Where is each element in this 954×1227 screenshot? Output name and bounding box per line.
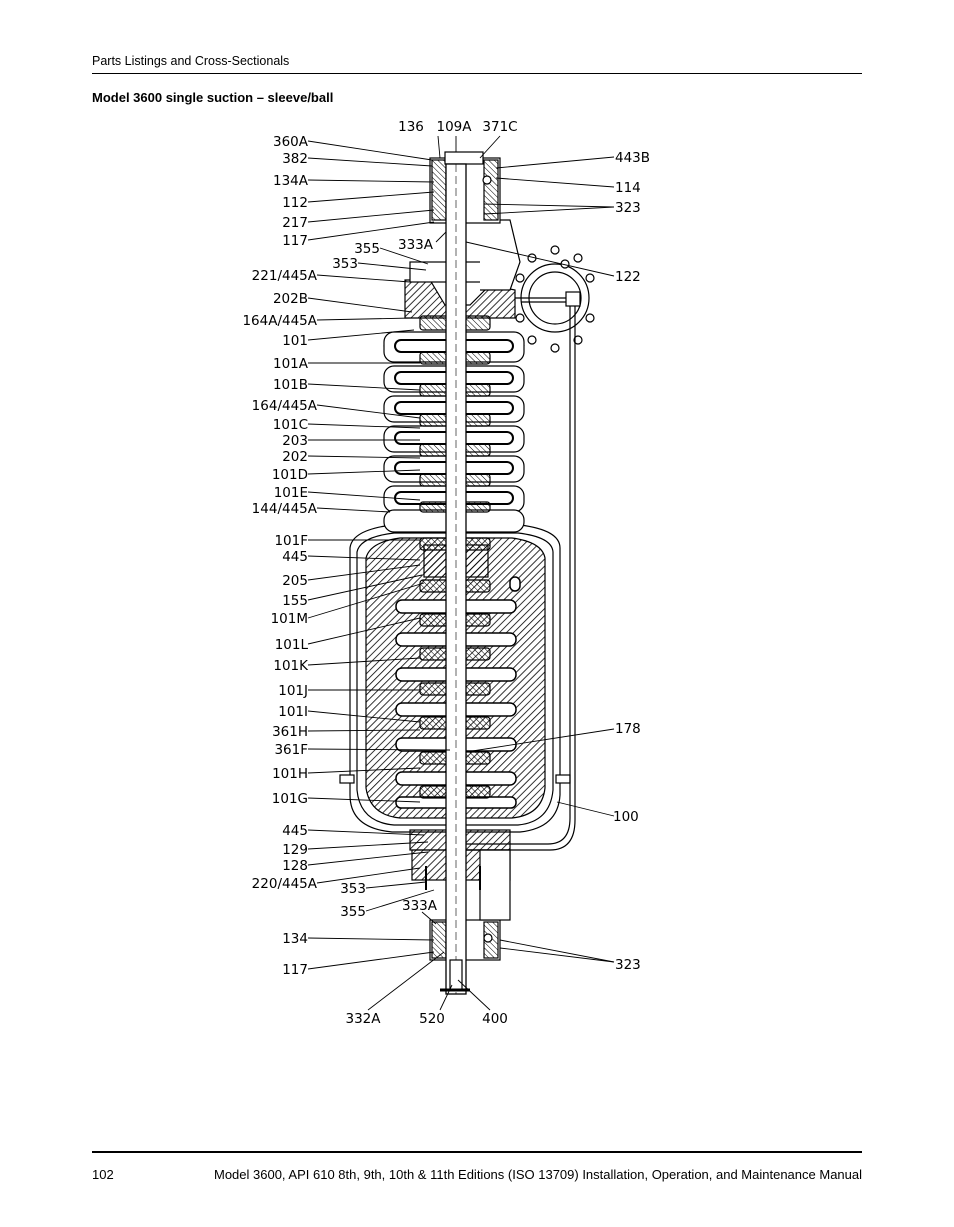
callout-202b: 202B [273, 291, 308, 307]
footer-rule [92, 1151, 862, 1153]
balance-line [460, 297, 576, 851]
callout-129: 129 [282, 842, 308, 858]
callout-101e: 101E [274, 485, 308, 501]
running-header: Parts Listings and Cross-Sectionals [92, 54, 290, 68]
callout-220-445a: 220/445A [252, 876, 318, 892]
callout-445-lower: 445 [282, 823, 308, 839]
callout-155: 155 [282, 593, 308, 609]
callout-353-top: 353 [332, 256, 358, 272]
callout-520: 520 [419, 1011, 445, 1027]
page-number: 102 [92, 1167, 114, 1182]
coupling-top [444, 151, 484, 165]
callout-443b: 443B [615, 150, 650, 166]
callout-109a: 109A [436, 119, 472, 135]
callout-labels: 360A 382 134A 112 217 117 355 353 333A 2… [242, 119, 650, 1027]
callout-101h: 101H [272, 766, 308, 782]
callout-361f: 361F [274, 742, 308, 758]
callout-122: 122 [615, 269, 641, 285]
callout-178: 178 [615, 721, 641, 737]
callout-112: 112 [282, 195, 308, 211]
callout-101f: 101F [274, 533, 308, 549]
barrel-inner [356, 532, 554, 826]
callout-164-445a: 164/445A [252, 398, 318, 414]
barrel-outer [349, 524, 561, 833]
bearing-ball-bottom [483, 933, 493, 943]
callout-202: 202 [282, 449, 308, 465]
callout-101i: 101I [278, 704, 308, 720]
callout-360a: 360A [273, 134, 309, 150]
callout-134: 134 [282, 931, 308, 947]
callout-221-445a: 221/445A [252, 268, 318, 284]
callout-355-bottom: 355 [340, 904, 366, 920]
bearing-ball-top [482, 175, 492, 185]
callout-101k: 101K [273, 658, 309, 674]
callout-101: 101 [282, 333, 308, 349]
section-title: Model 3600 single suction – sleeve/ball [92, 90, 334, 105]
callout-164a-445a: 164A/445A [242, 313, 317, 329]
upper-bracket [480, 219, 521, 291]
flange-bolts [515, 245, 595, 353]
callout-355-top: 355 [354, 241, 380, 257]
pump-drawing [339, 151, 595, 995]
barrel-lug-right [555, 774, 571, 784]
callout-101g: 101G [272, 791, 308, 807]
callout-114: 114 [615, 180, 641, 196]
callout-101m: 101M [271, 611, 308, 627]
callout-100: 100 [613, 809, 639, 825]
lower-bracket [479, 849, 511, 921]
callout-332a: 332A [345, 1011, 381, 1027]
callout-445-upper: 445 [282, 549, 308, 565]
callout-134a: 134A [273, 173, 309, 189]
manual-title: Model 3600, API 610 8th, 9th, 10th & 11t… [213, 1167, 862, 1182]
callout-101a: 101A [273, 356, 309, 372]
callout-144-445a: 144/445A [252, 501, 318, 517]
callout-203: 203 [282, 433, 308, 449]
callout-101j: 101J [278, 683, 308, 699]
callout-101b: 101B [273, 377, 308, 393]
callout-353-bottom: 353 [340, 881, 366, 897]
callout-361h: 361H [272, 724, 308, 740]
callout-333a-top: 333A [398, 237, 434, 253]
leader-lines [307, 135, 615, 1011]
callout-117-bottom: 117 [282, 962, 308, 978]
callout-205: 205 [282, 573, 308, 589]
callout-323-bottom: 323 [615, 957, 641, 973]
callout-371c: 371C [482, 119, 517, 135]
callout-101c: 101C [273, 417, 308, 433]
callout-136: 136 [398, 119, 424, 135]
callout-323-top: 323 [615, 200, 641, 216]
callout-333a-bottom: 333A [402, 898, 438, 914]
callout-101d: 101D [272, 467, 308, 483]
callout-101l: 101L [275, 637, 309, 653]
header-rule [92, 73, 862, 74]
callout-217: 217 [282, 215, 308, 231]
barrel-lug-left [339, 774, 355, 784]
callout-400: 400 [482, 1011, 508, 1027]
callout-128: 128 [282, 858, 308, 874]
callout-117-top: 117 [282, 233, 308, 249]
callout-382: 382 [282, 151, 308, 167]
